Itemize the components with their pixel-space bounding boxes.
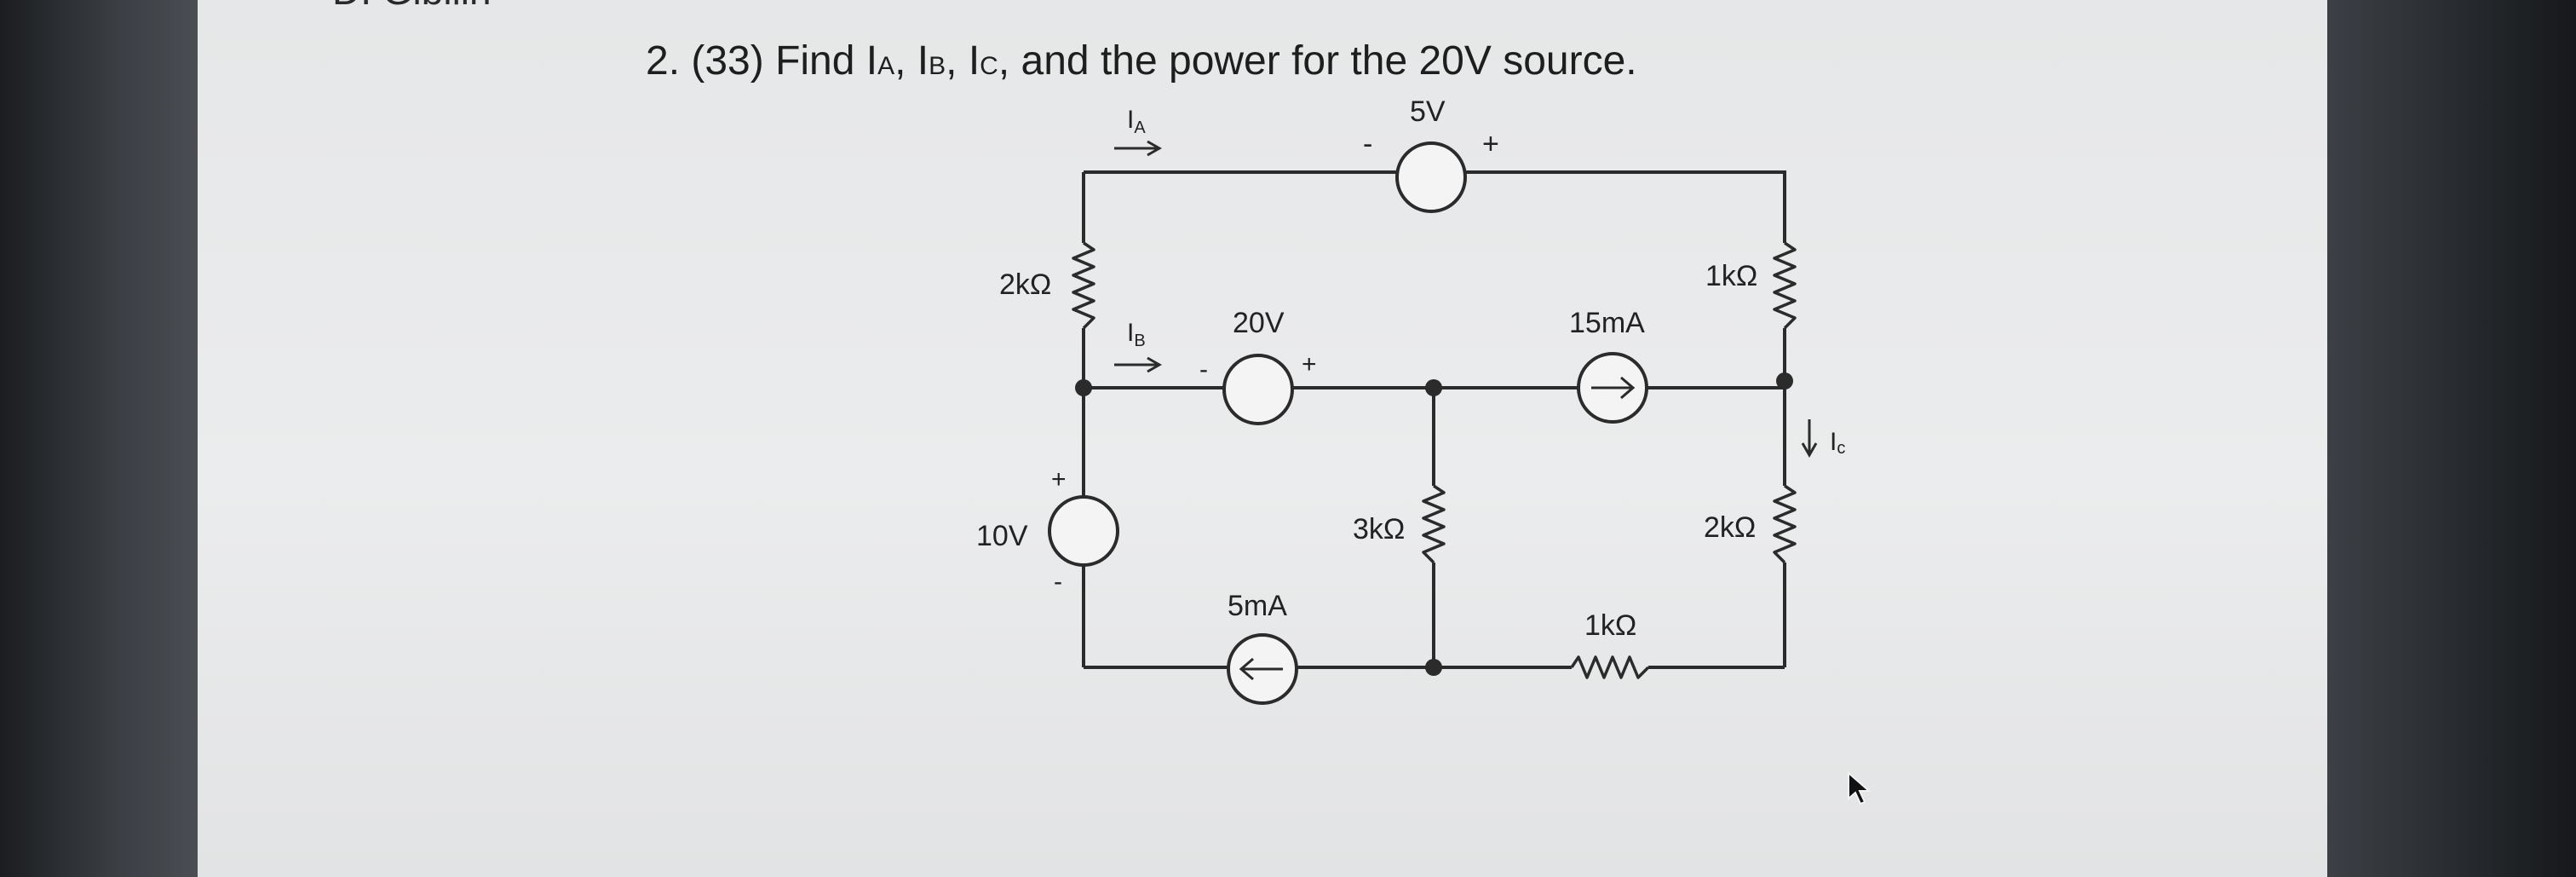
arrow-ia-icon — [1114, 140, 1163, 157]
monitor-bezel-left — [0, 0, 198, 877]
label-ib: IB — [1127, 319, 1146, 350]
mouse-pointer-icon — [1848, 771, 1872, 805]
voltage-source-5v — [1395, 141, 1467, 213]
label-ia-sub: A — [1134, 118, 1146, 137]
label-1k-bottom: 1kΩ — [1584, 609, 1636, 642]
voltage-source-20v — [1222, 354, 1294, 425]
label-1k-right-top: 1kΩ — [1705, 260, 1757, 292]
current-arrow-left-icon — [1239, 657, 1283, 681]
resistor-1k-bottom — [1570, 655, 1650, 679]
subscript-b: B — [929, 52, 946, 80]
label-ic-sub: c — [1837, 439, 1845, 458]
node-middle-bottom — [1425, 659, 1442, 676]
subscript-c: C — [980, 52, 998, 80]
problem-text-part: , I — [894, 38, 929, 84]
label-10v-minus: - — [1054, 568, 1062, 596]
label-2k-right-bottom: 2kΩ — [1704, 511, 1756, 544]
label-2k-left: 2kΩ — [999, 268, 1051, 301]
problem-text-part: , I — [946, 38, 980, 84]
node-middle-top — [1425, 379, 1442, 396]
label-15ma: 15mA — [1569, 307, 1645, 339]
label-ia-letter: I — [1127, 106, 1134, 134]
label-20v-plus: + — [1302, 350, 1317, 378]
cut-off-heading: D. Gibilin — [332, 0, 492, 10]
label-ib-letter: I — [1127, 319, 1134, 347]
voltage-source-10v — [1048, 495, 1119, 567]
screen-area — [198, 0, 2327, 877]
label-5v-plus: + — [1482, 128, 1499, 160]
resistor-2k-left — [1072, 241, 1095, 330]
label-10v-plus: + — [1051, 465, 1067, 493]
resistor-2k-right-bottom — [1773, 484, 1797, 564]
label-ia: IA — [1127, 106, 1146, 137]
resistor-1k-right-top — [1773, 241, 1797, 330]
node-right — [1776, 372, 1793, 389]
label-ic-letter: I — [1830, 428, 1837, 456]
label-5ma: 5mA — [1228, 590, 1287, 622]
problem-text-part: 2. (33) Find I — [646, 38, 878, 84]
arrow-ic-icon — [1801, 419, 1818, 459]
label-5v-minus: - — [1363, 128, 1372, 160]
resistor-3k-middle — [1422, 484, 1446, 564]
problem-statement: 2. (33) Find IA, IB, IC, and the power f… — [646, 38, 1637, 84]
arrow-ib-icon — [1114, 356, 1163, 373]
label-20v: 20V — [1233, 307, 1285, 339]
label-10v: 10V — [976, 520, 1028, 552]
label-5v: 5V — [1410, 95, 1446, 128]
label-ic: Ic — [1830, 428, 1845, 458]
problem-text-part: , and the power for the 20V source. — [998, 38, 1637, 84]
label-20v-minus: - — [1199, 355, 1208, 384]
monitor-bezel-right — [2327, 0, 2576, 877]
current-arrow-right-icon — [1591, 376, 1636, 400]
wire-middle — [1084, 328, 1786, 389]
label-3k: 3kΩ — [1353, 513, 1405, 545]
node-left — [1075, 379, 1092, 396]
circuit-wires — [1082, 170, 1786, 669]
wire-top — [1084, 170, 1786, 243]
subscript-a: A — [877, 52, 895, 80]
label-ib-sub: B — [1134, 332, 1145, 350]
